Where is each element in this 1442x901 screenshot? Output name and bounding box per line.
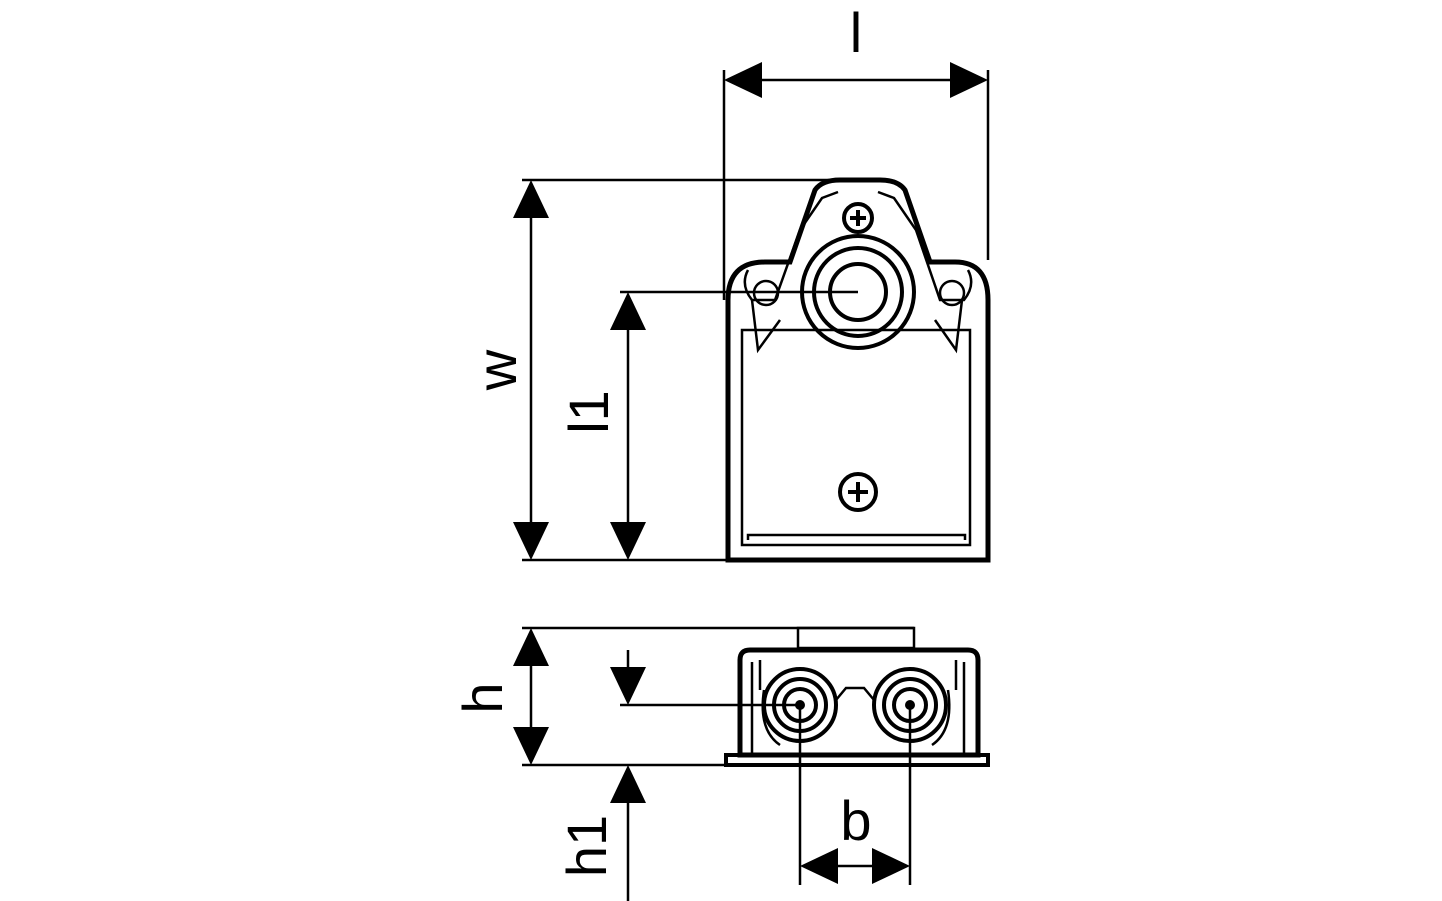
dimension-h1: h1 — [555, 765, 646, 901]
front-view-left-clip — [761, 689, 781, 747]
dimension-label-h1: h1 — [555, 815, 618, 877]
dimension-l1: l1 — [557, 290, 858, 560]
front-view — [724, 626, 990, 767]
top-view-inner-frame — [740, 328, 972, 547]
front-view-inner-lines — [750, 660, 966, 755]
top-view-left-latch — [750, 299, 782, 354]
dimension-label-w: w — [465, 349, 528, 391]
dimension-b: b — [798, 705, 912, 885]
top-view-housing — [725, 177, 991, 563]
top-view-right-wing — [877, 190, 973, 302]
dimension-label-l1: l1 — [557, 390, 620, 434]
dimension-label-l: l — [850, 1, 862, 64]
front-view-cap — [796, 626, 916, 650]
dimension-h: h — [451, 626, 914, 767]
front-view-base — [724, 753, 990, 767]
top-view-right-pivot — [938, 279, 966, 307]
dimension-w: w — [465, 178, 840, 562]
dimension-label-b: b — [840, 789, 871, 852]
port-center-leader — [610, 650, 800, 707]
top-view-right-latch — [933, 299, 964, 354]
dimension-l: l — [722, 1, 990, 300]
top-view — [725, 177, 991, 563]
dimension-label-h: h — [451, 682, 514, 713]
bottom-screw-icon — [838, 472, 878, 512]
top-view-inner-rim — [746, 533, 967, 540]
front-view-right-clip — [931, 689, 951, 747]
front-view-port-bridge — [835, 686, 875, 701]
top-screw-icon — [842, 202, 874, 234]
